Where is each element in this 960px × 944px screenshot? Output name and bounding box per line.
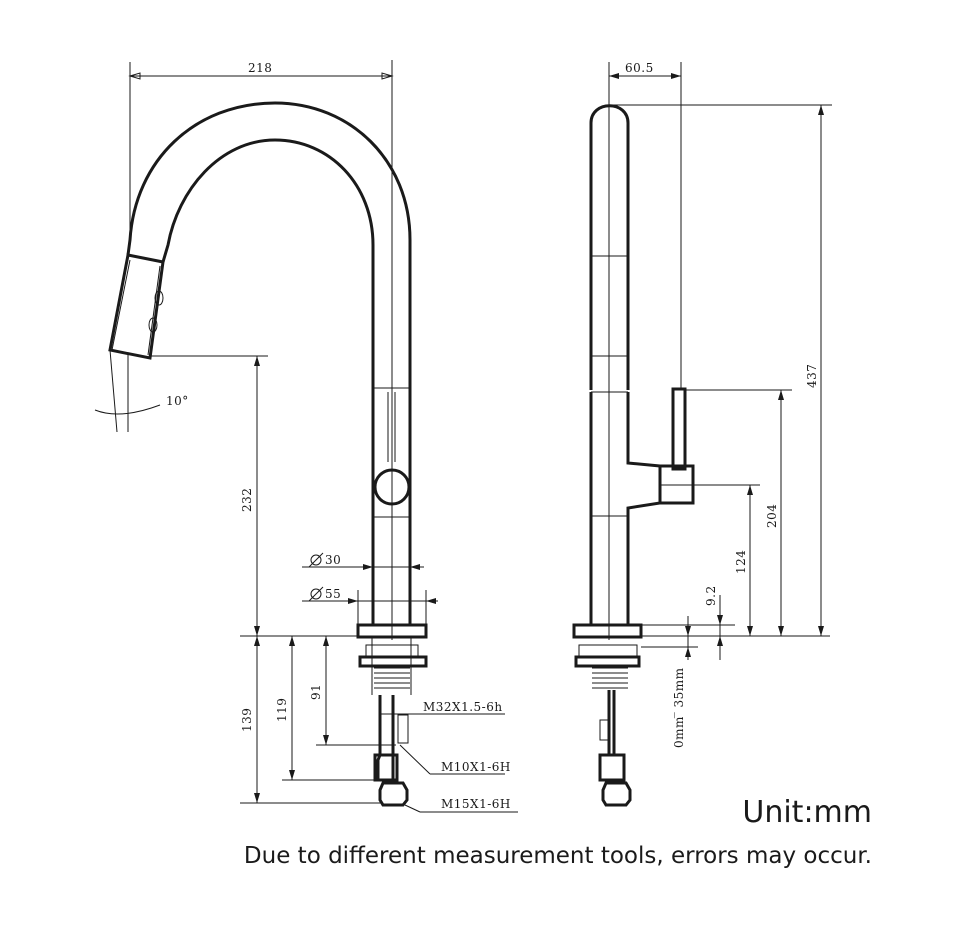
side-dimensions: 60.5 437 204 124 9.2 0mm ̅ 35mm [608, 61, 832, 748]
spray-head-band [111, 259, 131, 351]
dim-9-2: 9.2 [704, 585, 718, 606]
measurement-note: Due to different measurement tools, erro… [243, 843, 872, 869]
base-plate [356, 623, 428, 639]
hose-fitting-m10 [373, 753, 399, 782]
unit-label: Unit:mm [742, 795, 872, 830]
side-fitting-2 [601, 781, 632, 807]
dim-dia-30: 30 [325, 553, 341, 567]
side-base-washer [574, 655, 641, 668]
hose-1 [376, 695, 382, 780]
dim-thread-m15: M15X1-6H [441, 797, 511, 811]
dim-232: 232 [240, 488, 254, 512]
side-base-plate [572, 623, 643, 639]
thread-hatch [374, 667, 410, 689]
dim-437: 437 [805, 364, 819, 388]
side-shank-nut [578, 644, 638, 658]
dim-91: 91 [309, 684, 323, 700]
side-body [589, 392, 662, 625]
dim-60-5: 60.5 [625, 61, 654, 75]
hose-fitting-m15 [378, 781, 409, 807]
dim-deck-range: 0mm ̅ 35mm [672, 667, 686, 748]
dim-139: 139 [240, 708, 254, 732]
side-thread-hatch [592, 667, 628, 689]
shank-nut [365, 644, 419, 658]
dim-thread-m10: M10X1-6H [441, 760, 511, 774]
spray-button-2 [148, 317, 158, 333]
front-dimensions: 218 10° 232 30 55 139 [94, 61, 518, 813]
side-view [572, 62, 695, 807]
dim-204: 204 [765, 504, 779, 528]
spout-inner-curve [161, 138, 375, 385]
hose-clip [397, 714, 409, 744]
dim-124: 124 [734, 550, 748, 574]
dim-angle: 10° [166, 394, 189, 408]
side-fitting-1 [598, 753, 626, 782]
spray-head-band-2 [147, 265, 161, 356]
dim-119: 119 [275, 698, 289, 722]
spout-outer-curve [126, 101, 412, 385]
front-view [108, 60, 428, 807]
base-washer [358, 655, 428, 668]
dim-dia-55: 55 [325, 587, 341, 601]
dim-thread-m32: M32X1.5-6h [423, 700, 503, 714]
spray-button-1 [154, 290, 164, 306]
spray-head [108, 253, 165, 360]
side-lever [671, 387, 687, 471]
dim-218: 218 [248, 61, 272, 75]
